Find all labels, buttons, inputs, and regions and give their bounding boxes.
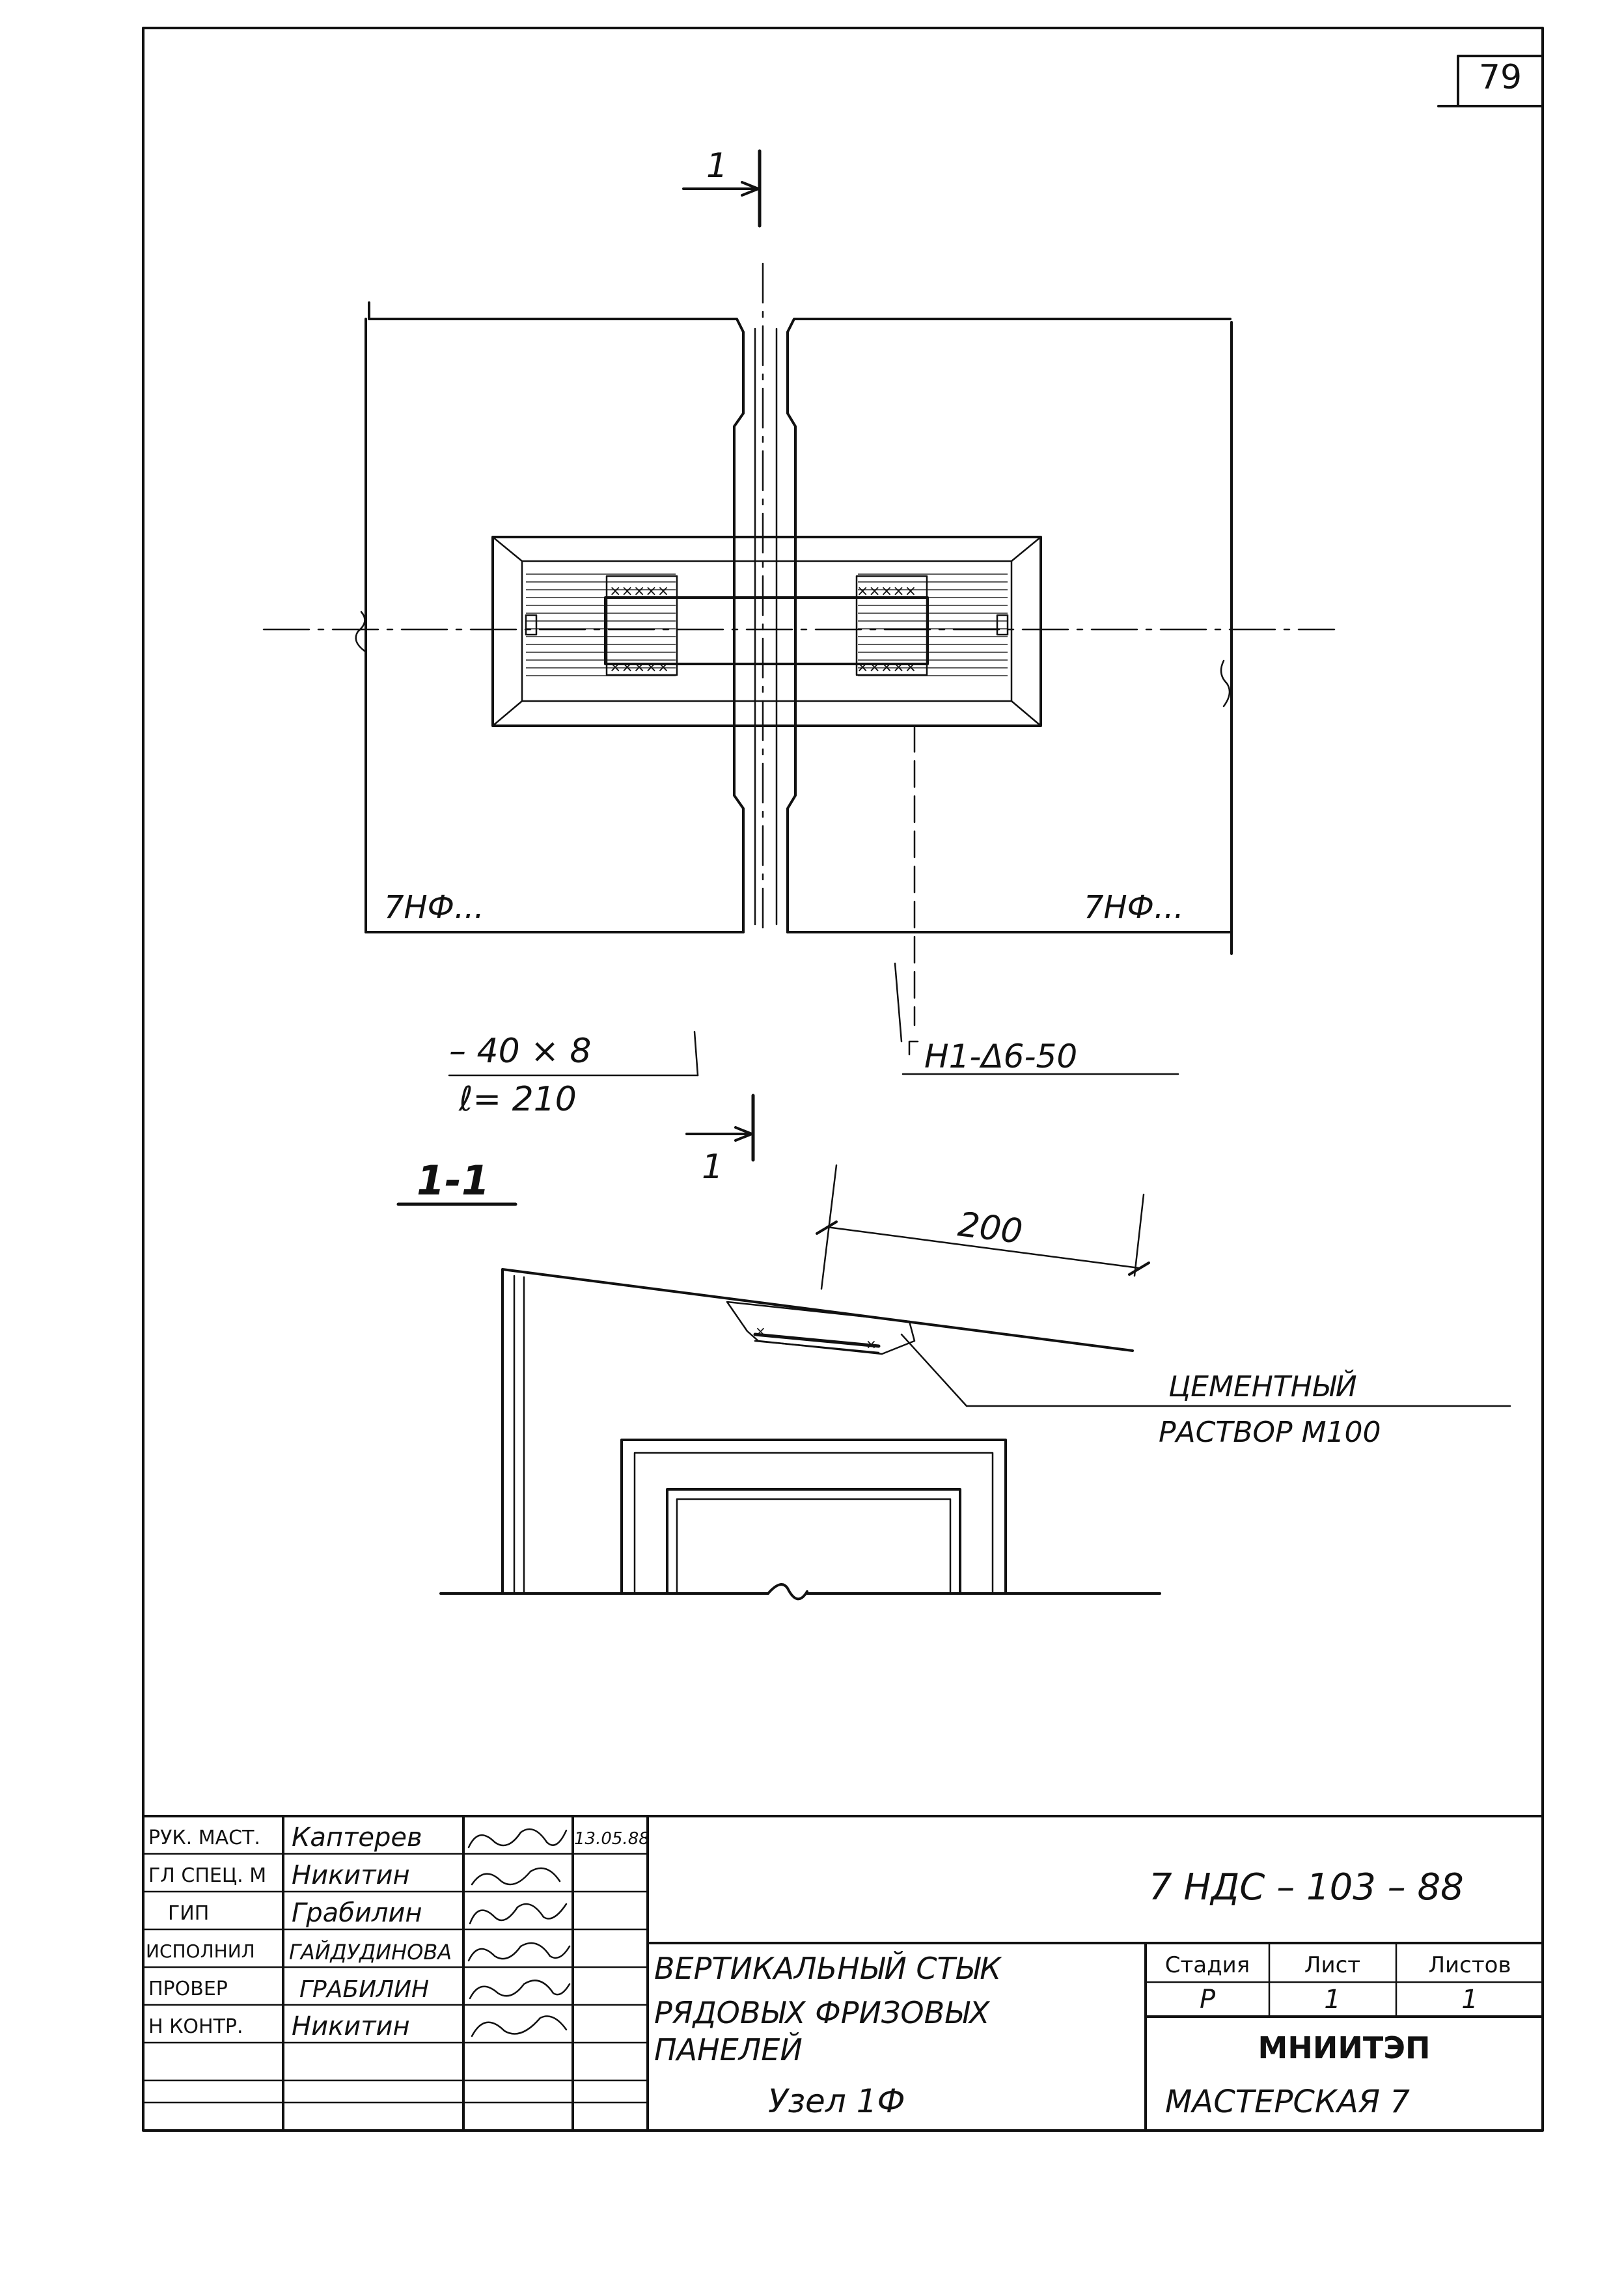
section-base-line <box>439 1583 1161 1601</box>
sheet-header: Лист <box>1304 1952 1360 1978</box>
svg-text:×: × <box>755 1323 766 1339</box>
plate-callout: – 40 × 8 ℓ= 210 <box>448 1030 699 1119</box>
left-panel <box>365 301 745 933</box>
signature-date: 13.05.88 <box>574 1829 650 1849</box>
signature-name: Никитин <box>292 2011 410 2041</box>
signature-mark <box>469 1980 571 2000</box>
svg-text:×××××: ××××× <box>609 659 669 676</box>
section-marker-top-label: 1 <box>706 146 728 186</box>
section-title: 1-1 <box>417 1157 489 1204</box>
stage-header: Стадия <box>1165 1952 1250 1978</box>
signature-row: РУК. МАСТ. Каптерев 13.05.88 <box>148 1823 650 1853</box>
plate-label-line1: – 40 × 8 <box>449 1032 591 1071</box>
dimension-label: 200 <box>956 1205 1025 1252</box>
signature-mark <box>469 1903 568 1925</box>
signature-mark <box>471 2015 568 2037</box>
drawing-title-line2: РЯДОВЫХ ФРИЗОВЫХ <box>654 1995 991 2030</box>
signature-row: ГЛ СПЕЦ. М Никитин <box>148 1860 561 1890</box>
mortar-pocket: × × <box>726 1301 916 1355</box>
sheets-value: 1 <box>1461 1985 1478 2015</box>
mortar-callout: ЦЕМЕНТНЫЙ РАСТВОР М100 <box>900 1333 1511 1449</box>
sheets-header: Листов <box>1428 1952 1511 1978</box>
section-marker-top: 1 <box>682 146 762 228</box>
wall-profile <box>501 1268 1134 1595</box>
workshop-name: МАСТЕРСКАЯ 7 <box>1165 2084 1410 2120</box>
signature-row: ИСПОЛНИЛ ГАЙДУДИНОВА <box>146 1940 571 1965</box>
anchor-label: Н1-Δ6-50 <box>924 1038 1077 1075</box>
sheet-value: 1 <box>1324 1985 1340 2015</box>
signature-role: ГИП <box>168 1902 209 1925</box>
right-panel <box>786 318 1233 955</box>
sheet-frame <box>142 27 1544 2132</box>
plan-view: 1 <box>262 146 1336 1187</box>
anchor-callout: Н1-Δ6-50 <box>901 1038 1179 1075</box>
svg-text:×: × <box>866 1336 877 1352</box>
signature-row: ПРОВЕР ГРАБИЛИН <box>148 1976 571 2003</box>
signature-name: Каптерев <box>292 1823 422 1853</box>
stage-value: Р <box>1200 1985 1216 2015</box>
drawing-title-line1: ВЕРТИКАЛЬНЫЙ СТЫК <box>654 1951 1002 1986</box>
plate-label-line2: ℓ= 210 <box>458 1080 577 1119</box>
signature-name: Никитин <box>292 1860 410 1890</box>
connecting-plate <box>604 596 929 665</box>
svg-text:×××××: ××××× <box>857 659 916 676</box>
break-mark-right <box>1220 659 1231 708</box>
panel-right-label: 7НФ... <box>1084 889 1184 926</box>
organization-name: МНИИТЭП <box>1258 2030 1431 2065</box>
break-mark-left <box>355 611 366 652</box>
page-number-box: 79 <box>1437 55 1544 107</box>
panel-left-label: 7НФ... <box>384 889 484 926</box>
title-block: РУК. МАСТ. Каптерев 13.05.88 ГЛ СПЕЦ. М … <box>142 1815 1544 2132</box>
signature-name: Грабилин <box>292 1898 422 1928</box>
page-number: 79 <box>1479 58 1522 97</box>
drawing-title-line3: ПАНЕЛЕЙ <box>654 2032 803 2067</box>
signature-name: ГАЙДУДИНОВА <box>289 1940 452 1965</box>
mortar-label-line2: РАСТВОР М100 <box>1159 1416 1381 1449</box>
node-label: Узел 1Ф <box>768 2082 905 2120</box>
signature-mark <box>471 1867 561 1886</box>
signature-row: ГИП Грабилин <box>168 1898 568 1928</box>
mortar-label-line1: ЦЕМЕНТНЫЙ <box>1168 1369 1357 1403</box>
document-code: 7 НДС – 103 – 88 <box>1149 1866 1464 1909</box>
signature-role: РУК. МАСТ. <box>148 1827 260 1849</box>
signature-row: Н КОНТР. Никитин <box>148 2011 568 2041</box>
signature-role: ГЛ СПЕЦ. М <box>148 1864 266 1887</box>
dimension-200: 200 <box>816 1164 1150 1290</box>
section-view: 1-1 200 × × ЦЕМЕНТНЫЙ <box>396 1157 1511 1601</box>
section-marker-bottom: 1 <box>685 1094 755 1187</box>
signature-role: ПРОВЕР <box>148 1978 228 2000</box>
signature-name: ГРАБИЛИН <box>299 1976 429 2003</box>
signature-mark <box>467 1942 571 1962</box>
signature-mark <box>467 1828 568 1849</box>
signature-role: Н КОНТР. <box>148 2015 243 2038</box>
section-marker-bottom-label: 1 <box>702 1148 723 1187</box>
recess-pocket: ××××× ××××× ××××× ××××× <box>491 536 1042 727</box>
signature-role: ИСПОЛНИЛ <box>146 1940 255 1962</box>
window-frame <box>620 1439 1007 1595</box>
